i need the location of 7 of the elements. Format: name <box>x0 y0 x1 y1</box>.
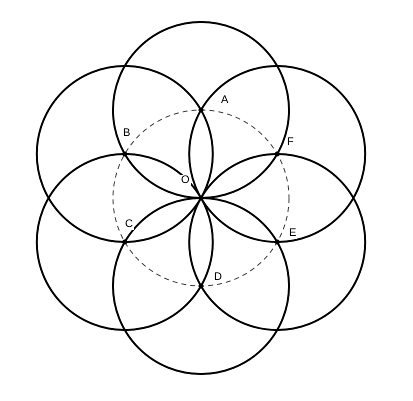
point-label: F <box>286 137 295 148</box>
point-label: O <box>180 175 191 186</box>
point-label: D <box>213 272 223 283</box>
point-label: E <box>288 228 298 239</box>
point-label: A <box>220 95 230 106</box>
point-label: C <box>124 219 134 230</box>
point-label: B <box>122 128 132 139</box>
